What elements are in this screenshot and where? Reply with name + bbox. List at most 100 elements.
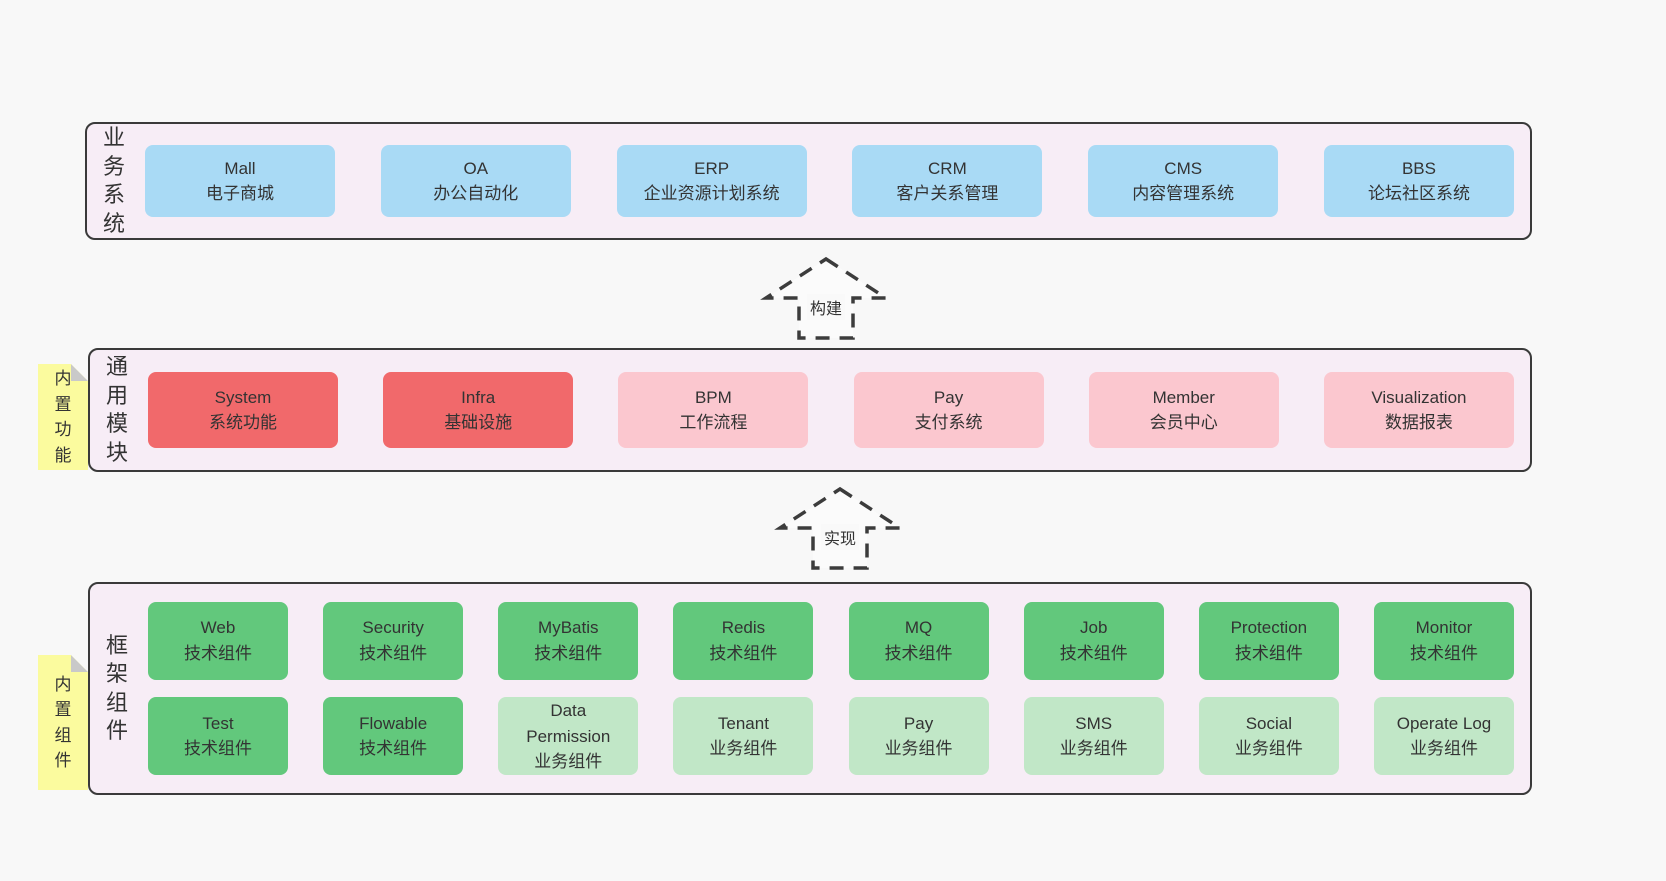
component-box-job: Job 技术组件 (1023, 601, 1164, 680)
component-box-social: Social 业务组件 (1198, 697, 1339, 776)
sticky-note-text: 内置组件 (54, 674, 72, 770)
component-box-bbs: BBS 论坛社区系统 (1323, 145, 1514, 217)
component-box-web: Web 技术组件 (148, 601, 288, 680)
component-name: ERP (694, 158, 730, 178)
component-name: Tenant (717, 713, 769, 733)
sticky-note-text: 内置功能 (54, 369, 72, 465)
component-box-oa: OA 办公自动化 (380, 145, 571, 217)
component-box-redis: Redis 技术组件 (673, 601, 814, 680)
component-desc: 技术组件 (359, 643, 428, 663)
component-desc: 工作流程 (679, 413, 748, 432)
component-box-visualization: Visualization 数据报表 (1323, 372, 1514, 448)
component-desc: 支付系统 (914, 413, 983, 432)
component-box-member: Member 会员中心 (1088, 372, 1279, 448)
component-box-mybatis: MyBatis 技术组件 (498, 601, 639, 680)
component-name: Pay (933, 387, 964, 407)
layer-label-modules: 通用模块 (105, 353, 128, 465)
component-box-bpm: BPM 工作流程 (618, 372, 809, 448)
component-desc: 技术组件 (1059, 643, 1128, 663)
component-box-data-permission: Data Permission 业务组件 (498, 697, 639, 776)
component-name: Social (1245, 713, 1292, 733)
layer-label-business: 业务系统 (102, 124, 125, 236)
component-name: Visualization (1371, 387, 1467, 407)
component-desc: 电子商城 (206, 184, 274, 203)
component-desc: 办公自动化 (433, 184, 519, 203)
implement-arrow-label: 实现 (820, 524, 860, 550)
business-boxes: Mall 电子商城 OA 办公自动化 ERP 企业资源计划系统 CRM 客户关系管理 CMS 内容… (145, 124, 1514, 238)
component-box-operate-log: Operate Log 业务组件 (1373, 697, 1514, 776)
component-desc: 业务组件 (534, 752, 603, 772)
component-name: Protection (1230, 618, 1308, 638)
component-name: MyBatis (538, 618, 599, 638)
component-desc: 数据报表 (1384, 413, 1453, 432)
component-name: OA (463, 158, 489, 178)
component-box-monitor: Monitor 技术组件 (1373, 601, 1514, 680)
build-arrow-label: 构建 (806, 294, 846, 320)
component-desc: 技术组件 (1409, 643, 1478, 663)
component-desc: 技术组件 (534, 643, 603, 663)
component-box-system: System 系统功能 (148, 372, 338, 448)
component-name: Mall (224, 158, 256, 178)
component-desc: 业务组件 (1409, 739, 1478, 759)
component-desc: 业务组件 (884, 739, 953, 759)
component-desc: 会员中心 (1149, 413, 1218, 432)
component-row: System 系统功能 Infra 基础设施 BPM 工作流程 Pay 支付系统 Member 会… (148, 372, 1514, 448)
layer-business-systems: 业务系统 Mall 电子商城 OA 办公自动化 ERP 企业资源计划系统 CRM 客户关系管理… (85, 122, 1532, 240)
component-desc: 业务组件 (709, 739, 778, 759)
component-box-flowable: Flowable 技术组件 (323, 697, 464, 776)
component-desc: 业务组件 (1059, 739, 1128, 759)
component-desc: 客户关系管理 (896, 184, 999, 203)
component-name: Flowable (359, 713, 428, 733)
component-name: BPM (694, 387, 732, 407)
component-name: Infra (461, 387, 496, 407)
component-box-mall: Mall 电子商城 (145, 145, 335, 217)
component-name: Test (202, 713, 234, 733)
component-box-pay: Pay 业务组件 (848, 697, 989, 776)
component-name: System (214, 387, 272, 407)
component-desc: 技术组件 (709, 643, 778, 663)
component-name: Monitor (1415, 618, 1473, 638)
component-name: Operate Log (1396, 713, 1492, 733)
component-name: CRM (928, 158, 967, 178)
component-desc: 技术组件 (1234, 643, 1303, 663)
implement-arrow: 实现 (770, 486, 910, 572)
component-name: Pay (903, 713, 934, 733)
component-row: Mall 电子商城 OA 办公自动化 ERP 企业资源计划系统 CRM 客户关系管理 CMS 内容… (145, 145, 1514, 217)
component-name: BBS (1401, 158, 1436, 178)
component-name: MQ (904, 618, 933, 638)
component-box-cms: CMS 内容管理系统 (1088, 145, 1279, 217)
component-name: Redis (721, 618, 766, 638)
component-box-tenant: Tenant 业务组件 (673, 697, 814, 776)
component-desc: 论坛社区系统 (1367, 184, 1470, 203)
component-box-protection: Protection 技术组件 (1198, 601, 1339, 680)
component-name: Member (1152, 387, 1215, 407)
component-name: SMS (1075, 713, 1113, 733)
component-box-crm: CRM 客户关系管理 (852, 145, 1043, 217)
component-desc: 业务组件 (1234, 739, 1303, 759)
build-arrow: 构建 (756, 256, 896, 342)
component-box-pay: Pay 支付系统 (853, 372, 1044, 448)
component-name: Data Permission (526, 701, 611, 746)
component-desc: 技术组件 (884, 643, 953, 663)
sticky-note-builtin-components: 内置组件 (38, 655, 88, 790)
component-desc: 技术组件 (184, 739, 252, 759)
component-desc: 技术组件 (184, 643, 252, 663)
component-box-sms: SMS 业务组件 (1023, 697, 1164, 776)
module-boxes: System 系统功能 Infra 基础设施 BPM 工作流程 Pay 支付系统 Member 会… (148, 350, 1514, 470)
component-desc: 技术组件 (359, 739, 428, 759)
component-desc: 系统功能 (209, 413, 277, 432)
component-desc: 内容管理系统 (1132, 184, 1235, 203)
component-name: Job (1079, 618, 1108, 638)
layer-common-modules: 通用模块 System 系统功能 Infra 基础设施 BPM 工作流程 Pay 支付系统 Me… (88, 348, 1532, 472)
component-name: Web (200, 618, 236, 638)
sticky-note-builtin-functions: 内置功能 (38, 364, 88, 470)
component-desc: 基础设施 (444, 413, 513, 432)
component-name: Security (362, 618, 424, 638)
layer-label-framework: 框架组件 (105, 632, 128, 744)
component-name: CMS (1164, 158, 1203, 178)
component-desc: 企业资源计划系统 (643, 184, 780, 203)
